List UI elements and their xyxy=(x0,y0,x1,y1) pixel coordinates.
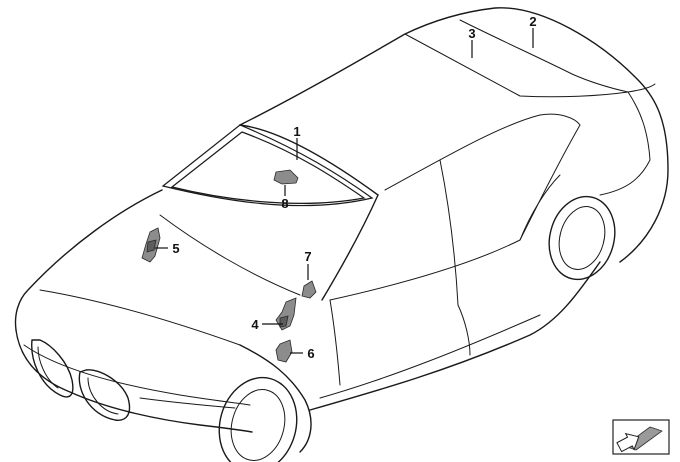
parts xyxy=(141,169,317,363)
grille-left-inner xyxy=(37,346,59,389)
front-details xyxy=(31,339,236,421)
front-fascia xyxy=(15,329,253,433)
callout-4: 4 xyxy=(251,317,259,332)
front-fender xyxy=(239,344,312,453)
callout-8: 8 xyxy=(281,196,288,211)
view-direction-arrow-icon xyxy=(612,419,670,455)
kidney-grille-right xyxy=(78,369,131,421)
rear-window-line xyxy=(404,33,656,98)
windscreen xyxy=(161,124,374,207)
side-window xyxy=(329,113,581,301)
sill-inner xyxy=(319,314,541,399)
kidney-grille-left xyxy=(31,339,74,398)
callout-6: 6 xyxy=(307,346,314,361)
sill-line xyxy=(309,261,601,411)
roof-outline xyxy=(239,7,669,263)
windscreen-inner xyxy=(170,131,366,204)
b-pillar xyxy=(439,159,459,306)
roof-front xyxy=(239,124,379,196)
hood-center xyxy=(39,289,241,346)
callout-5: 5 xyxy=(172,241,179,256)
rear-window-lower xyxy=(459,19,629,93)
trunk-line xyxy=(599,91,651,196)
a-pillar xyxy=(321,194,379,301)
c-pillar xyxy=(519,174,561,241)
callout-1: 1 xyxy=(293,124,300,139)
part-8-rain-sensor xyxy=(273,169,299,185)
windscreen-outer xyxy=(161,124,374,207)
leader-lines xyxy=(155,28,534,354)
corner-icon-arrow xyxy=(616,432,640,453)
part-5-detail xyxy=(146,239,157,253)
part-6-clip xyxy=(275,339,293,363)
callout-3: 3 xyxy=(468,26,475,41)
rear-wheel xyxy=(548,195,616,281)
callout-7: 7 xyxy=(304,249,311,264)
car-body-outline xyxy=(14,7,669,453)
part-7-cover xyxy=(301,280,317,299)
wheels xyxy=(218,195,616,462)
headlight-line xyxy=(139,397,236,409)
callout-2: 2 xyxy=(529,14,536,29)
grille-right-inner xyxy=(87,377,119,415)
rear-wheel-rim xyxy=(558,206,606,270)
front-wheel-rim xyxy=(230,389,286,461)
front-door-line xyxy=(329,299,341,386)
rear-door-line xyxy=(457,304,471,356)
front-wheel xyxy=(218,376,298,462)
hood-outline xyxy=(14,189,163,331)
hood-crease xyxy=(159,214,301,296)
callout-labels: 1 2 3 4 5 6 7 8 xyxy=(172,14,536,361)
